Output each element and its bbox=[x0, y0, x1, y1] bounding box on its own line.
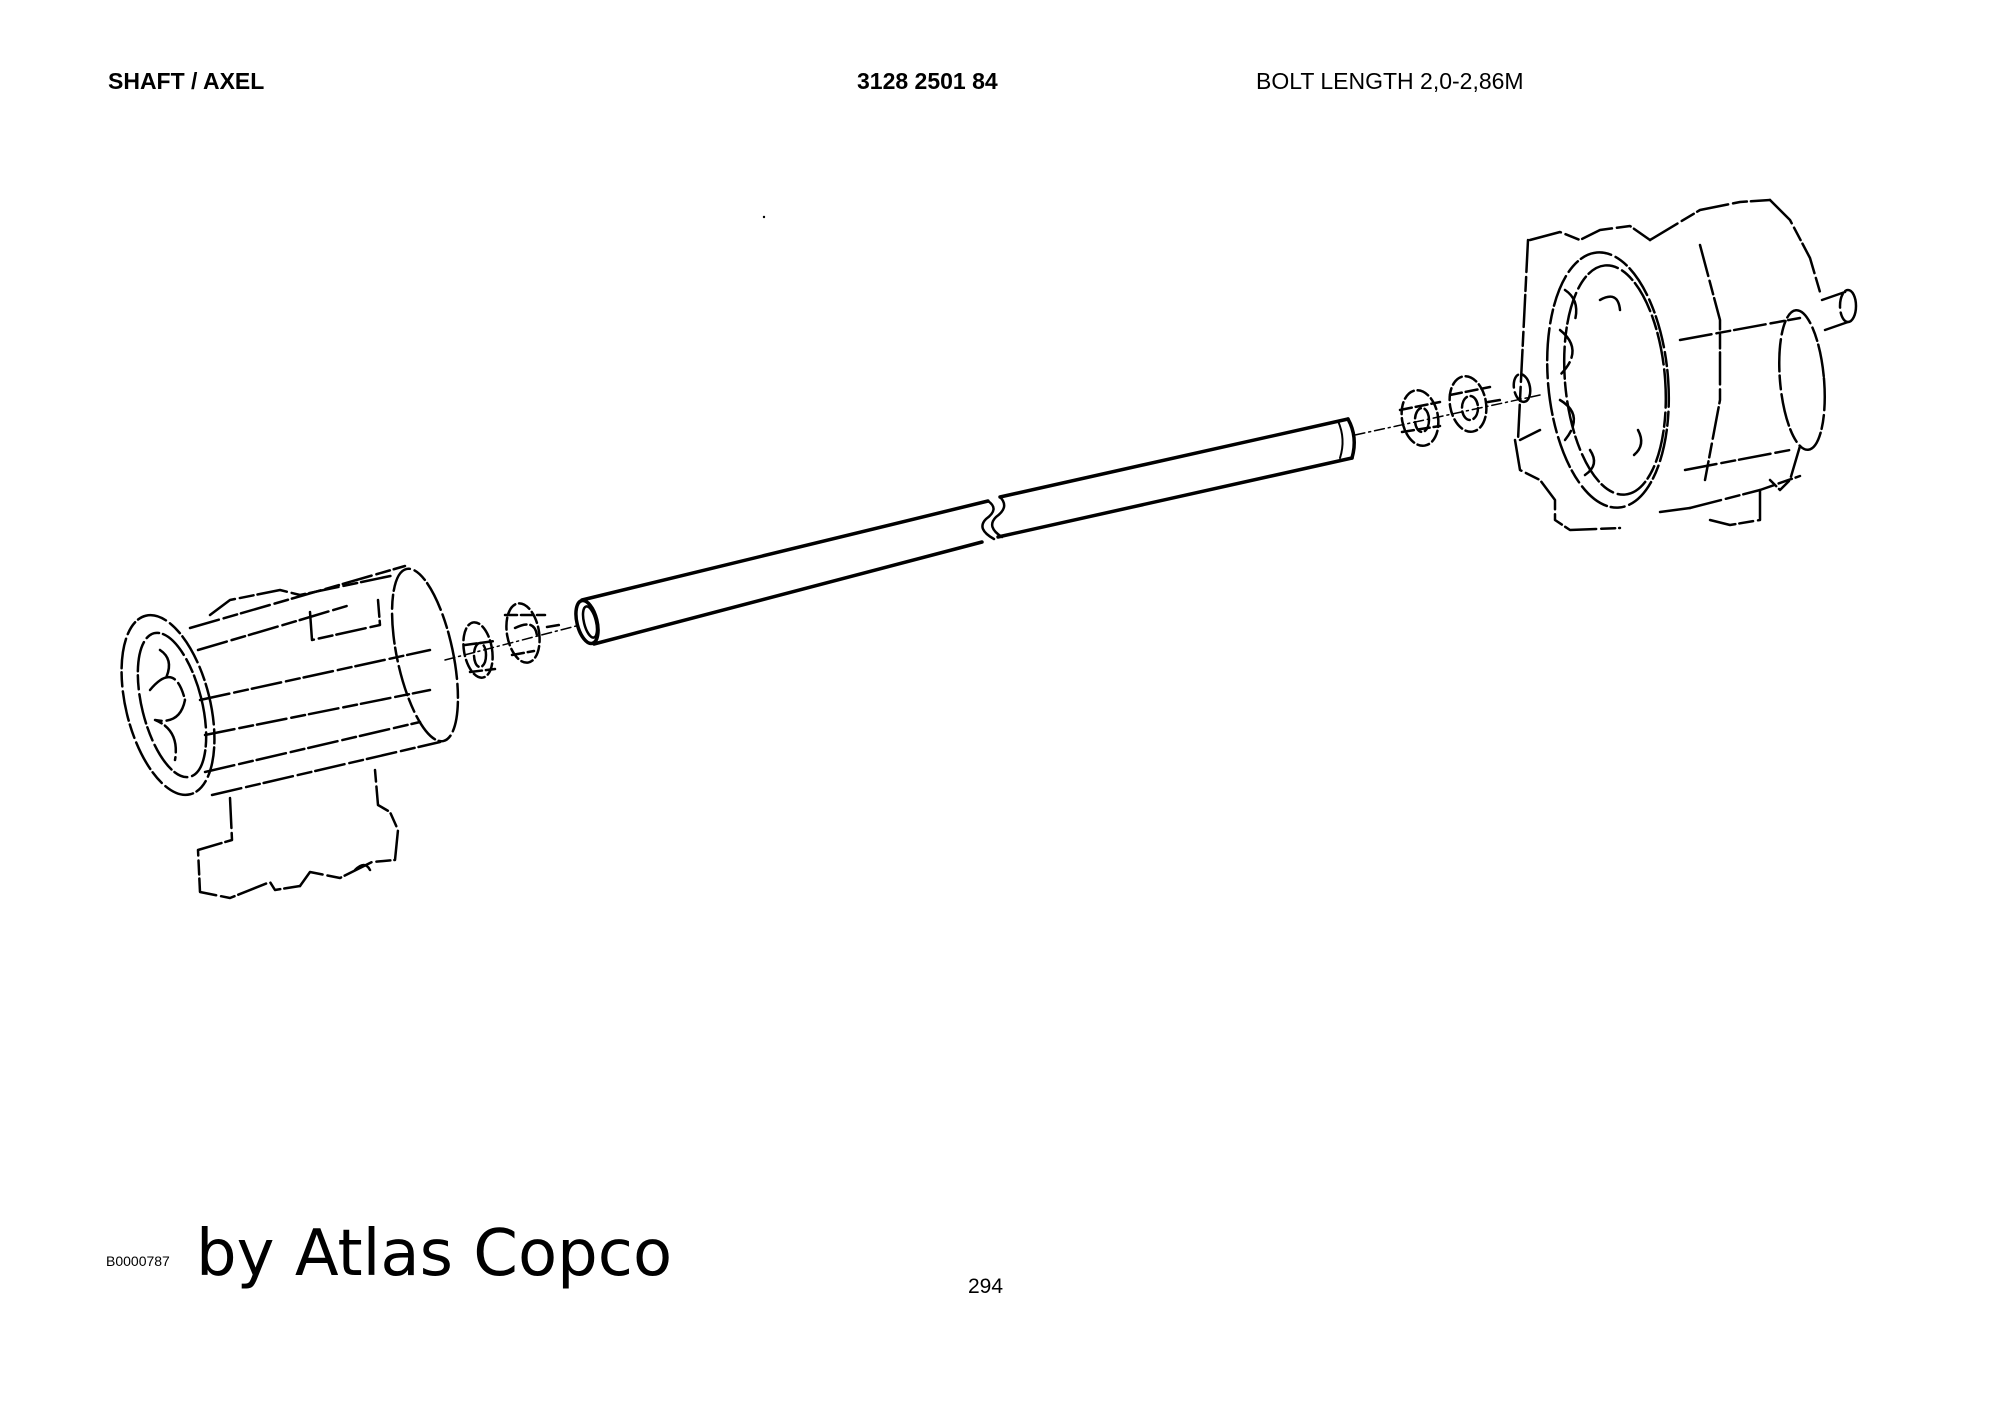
right-motor-housing bbox=[1512, 198, 1858, 532]
bolt-length-spec: BOLT LENGTH 2,0-2,86M bbox=[1256, 68, 1524, 94]
part-number: 3128 2501 84 bbox=[857, 68, 998, 94]
left-coupling bbox=[462, 602, 561, 679]
shaft-tube bbox=[574, 417, 1356, 646]
brand-text: by Atlas Copco bbox=[196, 1217, 673, 1291]
drawing-speck bbox=[762, 215, 766, 219]
right-coupling bbox=[1398, 374, 1502, 448]
left-motor-housing bbox=[120, 564, 460, 900]
shaft-axis-line bbox=[444, 394, 1541, 661]
document-id: B0000787 bbox=[106, 1253, 170, 1269]
page-number: 294 bbox=[968, 1275, 1004, 1298]
page-title: SHAFT / AXEL bbox=[108, 68, 265, 94]
